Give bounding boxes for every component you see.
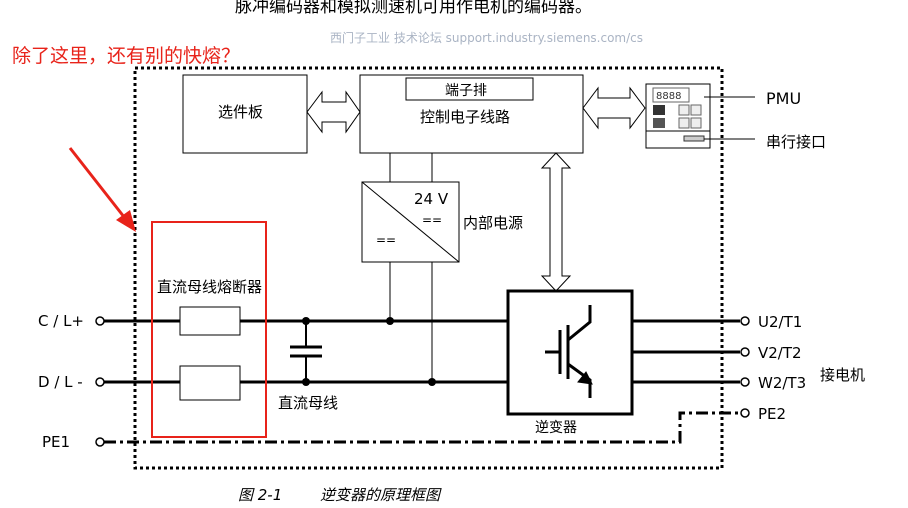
fuse-icon xyxy=(179,365,241,401)
fuse-icon xyxy=(179,306,241,336)
vertical-double-arrow-icon xyxy=(540,152,572,292)
enclosure-border xyxy=(133,66,724,470)
double-arrow-icon xyxy=(306,90,361,134)
pmu-label: PMU xyxy=(766,89,801,108)
watermark: 西门子工业 技术论坛 support.industry.siemens.com/… xyxy=(330,30,643,45)
input-terminal-cl: C / L+ xyxy=(38,312,84,330)
double-arrow-icon xyxy=(582,86,646,130)
control-circuit-label: 控制电子线路 xyxy=(420,108,510,126)
pmu-display: 8888 xyxy=(656,91,681,102)
input-terminal-dl: D / L - xyxy=(38,373,83,391)
motor-label: 接电机 xyxy=(820,366,865,384)
inverter-label: 逆变器 xyxy=(535,420,577,436)
output-terminal-v2: V2/T2 xyxy=(758,344,802,362)
options-board-box xyxy=(182,74,308,154)
pmu-panel: 8888 xyxy=(645,83,711,149)
inverter-box xyxy=(506,289,634,416)
annotation-arrow xyxy=(68,147,136,232)
terminal-strip-label: 端子排 xyxy=(445,83,487,99)
pe-line xyxy=(104,411,740,444)
serial-port-label: 串行接口 xyxy=(766,133,826,151)
dc-symbol: == xyxy=(422,213,442,227)
terminal-strip-box xyxy=(405,77,534,101)
output-terminal-pe2: PE2 xyxy=(758,405,786,423)
figure-number: 图 2-1 xyxy=(238,486,282,504)
internal-power-label: 内部电源 xyxy=(463,214,523,232)
annotation-text: 除了这里，还有别的快熔？ xyxy=(12,45,240,67)
power-voltage: 24 V xyxy=(414,190,449,208)
figure-caption: 逆变器的原理框图 xyxy=(320,486,442,504)
dc-symbol: == xyxy=(376,233,396,247)
top-text: 脉冲编码器和模拟测速机可用作电机的编码器。 xyxy=(235,0,592,17)
dc-bus-label: 直流母线 xyxy=(278,394,338,412)
output-terminal-u2: U2/T1 xyxy=(758,313,802,331)
output-terminal-w2: W2/T3 xyxy=(758,374,806,392)
capacitor-icon xyxy=(290,317,322,386)
options-board-label: 选件板 xyxy=(218,103,263,121)
dc-fuse-label: 直流母线熔断器 xyxy=(157,278,262,296)
igbt-icon xyxy=(545,305,593,398)
highlight-box xyxy=(151,221,267,438)
input-terminal-pe1: PE1 xyxy=(42,433,70,451)
